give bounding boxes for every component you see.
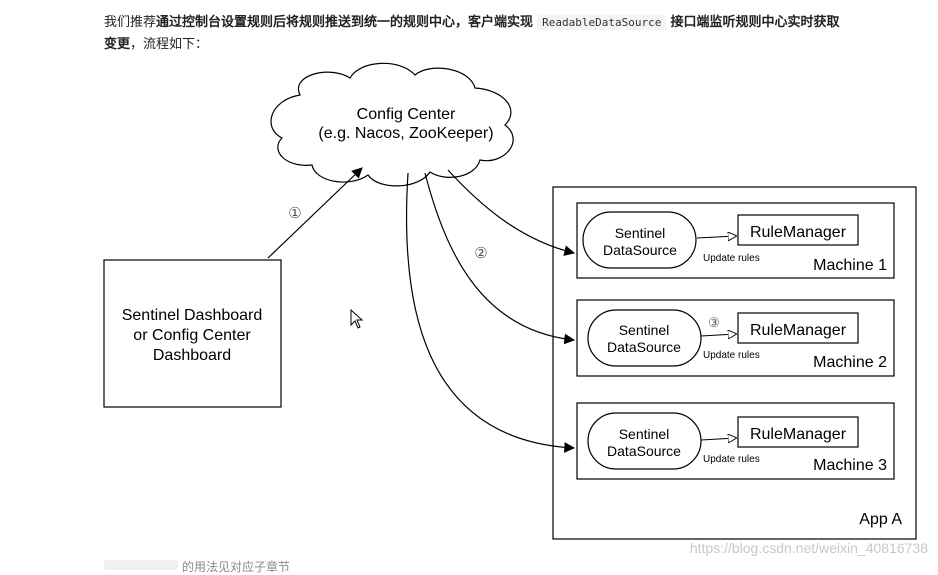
update-rules-1: Update rules bbox=[703, 253, 760, 264]
intro-text-bold-1: 通过控制台设置规则后将规则推送到统一的规则中心，客户端实现 bbox=[156, 15, 534, 30]
intro-paragraph: 我们推荐通过控制台设置规则后将规则推送到统一的规则中心，客户端实现 Readab… bbox=[104, 12, 914, 56]
update-rules-2: Update rules bbox=[703, 350, 760, 361]
listen-arrow-machine-2 bbox=[424, 172, 576, 345]
config-center-cloud: Config Center (e.g. Nacos, ZooKeeper) bbox=[270, 62, 514, 187]
machine-3-label: Machine 3 bbox=[813, 457, 887, 474]
rule-manager-3 bbox=[737, 416, 859, 448]
config-center-subtitle: (e.g. Nacos, ZooKeeper) bbox=[318, 125, 493, 142]
update-rules-3: Update rules bbox=[703, 454, 760, 465]
dashboard-line1: Sentinel Dashboard bbox=[122, 307, 263, 324]
machine-1: Sentinel DataSource RuleManager Update r… bbox=[576, 202, 895, 279]
app-label: App A bbox=[859, 511, 902, 528]
machine-2: Sentinel DataSource RuleManager ③ Update… bbox=[576, 299, 895, 377]
intro-text-1: 我们推荐 bbox=[104, 15, 157, 30]
machine-3: Sentinel DataSource RuleManager Update r… bbox=[576, 402, 895, 480]
footer-code-snippet bbox=[104, 560, 178, 570]
watermark: https://blog.csdn.net/weixin_40816738 bbox=[689, 540, 928, 556]
listen-arrow-machine-3 bbox=[405, 172, 576, 453]
intro-text-2: ，流程如下： bbox=[130, 37, 209, 52]
machine-1-label: Machine 1 bbox=[813, 257, 887, 274]
config-center-title: Config Center bbox=[357, 106, 456, 123]
readable-datasource-code: ReadableDataSource bbox=[537, 15, 667, 30]
dashboard-box: Sentinel Dashboard or Config Center Dash… bbox=[103, 259, 282, 408]
dashboard-line2: or Config Center bbox=[133, 327, 251, 344]
datasource-1-line2: DataSource bbox=[603, 242, 677, 258]
step-2-label: ② bbox=[474, 245, 487, 262]
datasource-node-1 bbox=[582, 211, 697, 269]
rule-manager-1 bbox=[737, 214, 859, 246]
datasource-3-line2: DataSource bbox=[607, 443, 681, 459]
datasource-3-line1: Sentinel bbox=[619, 426, 670, 442]
mouse-cursor-icon bbox=[350, 309, 364, 329]
intro-text-bold-3: 变更 bbox=[104, 37, 131, 52]
rule-manager-1-label: RuleManager bbox=[750, 224, 847, 241]
footer-text: 的用法见对应子章节 bbox=[182, 560, 291, 574]
step-1-label: ① bbox=[288, 205, 301, 222]
datasource-1-line1: Sentinel bbox=[615, 225, 666, 241]
datasource-2-line2: DataSource bbox=[607, 339, 681, 355]
listen-arrow-machine-1 bbox=[447, 169, 576, 256]
app-container: App A bbox=[552, 186, 917, 540]
rule-manager-2 bbox=[737, 312, 859, 344]
step-3-label: ③ bbox=[708, 315, 720, 330]
machine-2-label: Machine 2 bbox=[813, 354, 887, 371]
rule-manager-2-label: RuleManager bbox=[750, 322, 847, 339]
datasource-2-line1: Sentinel bbox=[619, 322, 670, 338]
rule-manager-3-label: RuleManager bbox=[750, 426, 847, 443]
datasource-node-3 bbox=[587, 412, 702, 470]
datasource-node-2 bbox=[587, 309, 702, 367]
dashboard-line3: Dashboard bbox=[153, 347, 231, 364]
push-arrow bbox=[267, 167, 363, 259]
intro-text-bold-2: 接口端监听规则中心实时获取 bbox=[670, 15, 840, 30]
